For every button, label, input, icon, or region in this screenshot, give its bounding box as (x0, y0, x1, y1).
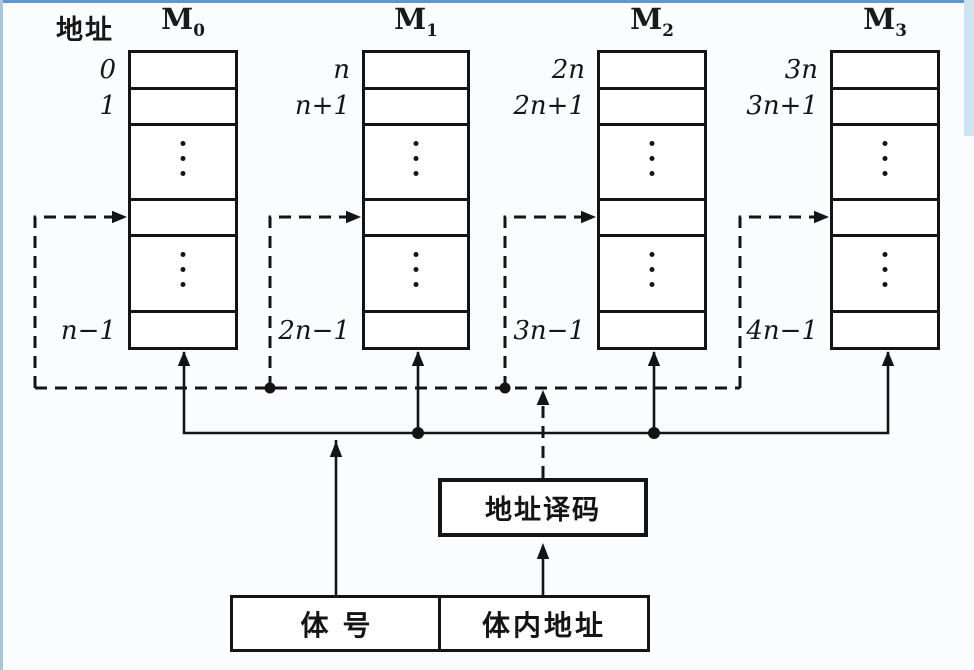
cell-divider (833, 310, 937, 313)
arrow-offset-to-decoder (536, 543, 550, 559)
memory-module-m1 (362, 50, 470, 350)
cell-divider (131, 87, 235, 90)
cell-divider (833, 234, 937, 237)
module-title-sub: 0 (193, 19, 205, 40)
junction-dot (648, 427, 660, 439)
arrow-into-m1-bottom (411, 351, 425, 366)
arrow-into-m2 (581, 210, 596, 224)
cell-divider (365, 198, 467, 201)
address-decoder-box: 地址译码 (438, 478, 648, 537)
cell-divider (365, 310, 467, 313)
module-title-sub: 3 (895, 19, 907, 40)
cell-divider (833, 87, 937, 90)
junction-dot (499, 382, 511, 394)
cell-divider (600, 234, 704, 237)
dashed-riser-m2 (503, 215, 581, 388)
addr-label-m3-first: 3n (784, 55, 818, 85)
arrow-into-m1 (346, 210, 361, 224)
ellipsis-dots (882, 141, 888, 176)
memory-module-m3 (830, 50, 940, 350)
addr-label-m1-first: n (333, 55, 350, 85)
module-title-sub: 2 (662, 19, 674, 40)
module-title-base: M (161, 2, 194, 36)
ellipsis-dots (413, 141, 419, 176)
ellipsis-dots (413, 252, 419, 287)
top-edge-strip (0, 0, 974, 3)
dashed-riser-m0 (33, 215, 112, 388)
bank-number-field: 体号 (233, 598, 441, 649)
cell-divider (131, 310, 235, 313)
addr-label-m2-last: 3n−1 (513, 316, 585, 346)
module-title-m0: M0 (135, 2, 231, 40)
cell-divider (600, 198, 704, 201)
bank-select-arrowheads (177, 351, 895, 559)
addr-label-m2-first: 2n (551, 55, 585, 85)
ellipsis-dots (180, 252, 186, 287)
cell-divider (131, 234, 235, 237)
ellipsis-dots (649, 141, 655, 176)
memory-module-m0 (128, 50, 238, 350)
module-title-base: M (863, 2, 896, 36)
module-title-m2: M2 (604, 2, 700, 40)
cell-divider (833, 123, 937, 126)
cell-divider (600, 123, 704, 126)
arrow-into-m0-bottom (177, 351, 191, 366)
cell-divider (365, 87, 467, 90)
addr-label-m0-last: n−1 (60, 316, 116, 346)
module-title-base: M (394, 2, 427, 36)
address-register-box: 体号 体内地址 (230, 595, 650, 652)
in-bank-address-field: 体内地址 (481, 609, 606, 641)
address-column-header: 地址 (56, 15, 114, 45)
cell-divider (600, 310, 704, 313)
module-title-m1: M1 (368, 2, 464, 40)
dashed-riser-m3 (738, 215, 814, 388)
module-title-base: M (630, 2, 663, 36)
cell-divider (365, 234, 467, 237)
module-title-m3: M3 (837, 2, 933, 40)
cell-divider (365, 123, 467, 126)
junction-dot (412, 427, 424, 439)
left-edge-strip (0, 0, 3, 670)
junction-dot (264, 382, 276, 394)
cell-divider (833, 198, 937, 201)
row-select-arrowheads (112, 210, 829, 405)
solid-bus-with-end-risers (182, 352, 890, 435)
module-title-sub: 1 (426, 19, 438, 40)
arrow-decoder-to-bus (536, 390, 550, 405)
cell-divider (600, 87, 704, 90)
arrow-into-m3-bottom (881, 351, 895, 366)
right-edge-strip (964, 0, 974, 136)
ellipsis-dots (649, 252, 655, 287)
ellipsis-dots (882, 252, 888, 287)
addr-label-m0-first: 0 (99, 55, 116, 85)
addr-label-m1-second: n+1 (294, 91, 350, 121)
addr-label-m3-second: 3n+1 (746, 91, 818, 121)
ellipsis-dots (180, 141, 186, 176)
addr-label-m2-second: 2n+1 (513, 91, 585, 121)
memory-module-m2 (597, 50, 707, 350)
arrow-bank-to-bus (329, 441, 343, 457)
arrow-into-m3 (814, 210, 829, 224)
addr-label-m0-second: 1 (99, 91, 116, 121)
dashed-riser-m1 (268, 215, 346, 388)
addr-label-m1-last: 2n−1 (278, 316, 350, 346)
row-select-bus-dashed (33, 215, 814, 478)
arrow-into-m0 (112, 210, 127, 224)
cell-divider (131, 123, 235, 126)
cell-divider (131, 198, 235, 201)
addr-label-m3-last: 4n−1 (746, 316, 818, 346)
arrow-into-m2-bottom (647, 351, 661, 366)
